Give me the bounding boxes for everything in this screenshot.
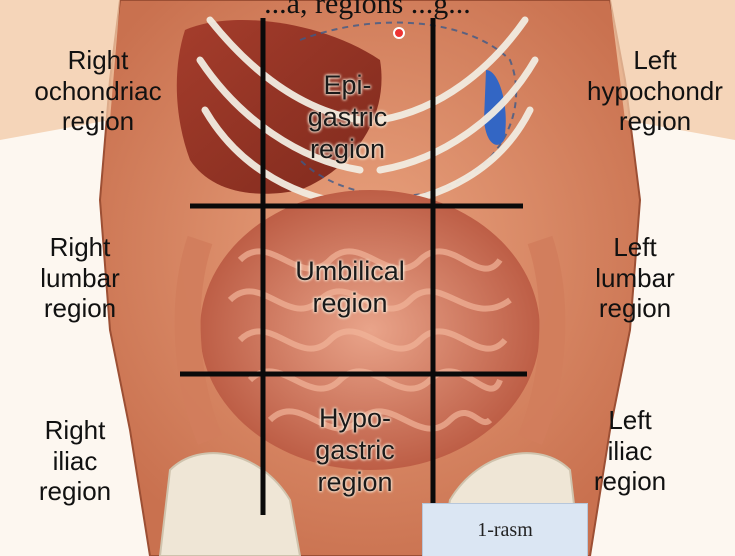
pointer-dot bbox=[394, 28, 404, 38]
left-hypochondriac-label: Left hypochondr region bbox=[560, 45, 735, 137]
right-hypochondriac-label: Right ochondriac region bbox=[0, 45, 198, 137]
right-lumbar-label: Right lumbar region bbox=[10, 232, 150, 324]
epigastric-label: Epi- gastric region bbox=[285, 70, 410, 166]
left-iliac-label: Left iliac region bbox=[565, 405, 695, 497]
hypogastric-label: Hypo- gastric region bbox=[290, 403, 420, 499]
umbilical-label: Umbilical region bbox=[270, 256, 430, 320]
top-caption: ...a, regions ...g... bbox=[0, 0, 735, 24]
right-iliac-label: Right iliac region bbox=[5, 415, 145, 507]
left-lumbar-label: Left lumbar region bbox=[560, 232, 710, 324]
figure-caption: 1-rasm bbox=[422, 503, 588, 556]
